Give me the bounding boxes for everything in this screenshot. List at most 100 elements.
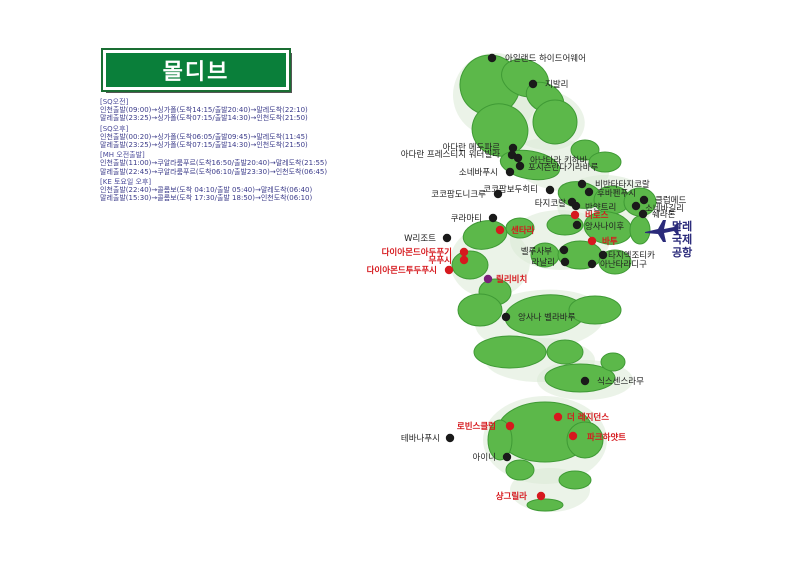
page-title: 몰디브	[162, 60, 230, 85]
resort-dot	[444, 265, 454, 275]
resort-marker: 파크하얏트	[568, 431, 626, 443]
resort-marker: 비반타타지코랄	[577, 179, 650, 190]
resort-dot	[571, 201, 581, 211]
resort-dot	[570, 210, 580, 220]
resort-dot	[584, 187, 594, 197]
resort-label: 테바나푸시	[401, 433, 440, 444]
resort-label: 소네바푸시	[459, 167, 498, 178]
resort-marker: 아난타라디구	[587, 259, 647, 270]
resort-label: 센타라	[511, 225, 535, 236]
atoll-island	[600, 352, 626, 372]
resort-label: 비반타타지코랄	[595, 179, 650, 190]
atoll-island	[505, 459, 535, 481]
resort-dot	[587, 236, 597, 246]
resort-marker: 다이아몬드아두푸기	[382, 247, 469, 258]
resort-label: 코코팜도니크루	[431, 189, 486, 200]
resort-label: 라날리	[532, 257, 555, 268]
resort-dot	[513, 153, 523, 163]
resort-marker: 코코팜도니크루	[431, 189, 503, 200]
resort-label: 무푸시	[429, 256, 452, 266]
resort-dot	[536, 491, 546, 501]
resort-marker: 지발리	[528, 79, 568, 90]
resort-label: 비로스	[585, 210, 609, 221]
schedule-line: 말레출발(23:25)→싱가폴(도착07:15/출발14:30)→인천도착(21…	[100, 114, 308, 123]
resort-label: 코코팜보두히티	[483, 184, 538, 195]
resort-dot	[572, 220, 582, 230]
schedule-line: 말레출발(22:45)→쿠알라룸푸르(도착06:10/출발23:30)→인천도착…	[100, 167, 328, 176]
resort-label: 릴리비치	[496, 274, 527, 285]
flight-schedule: [SQ오전] 인천출발(09:00)→싱가폴(도착14:15/출발20:40)→…	[100, 96, 375, 202]
resort-dot	[459, 255, 469, 265]
resort-dot	[598, 250, 608, 260]
resort-dot	[508, 143, 518, 153]
resort-label: 아다란 메두파르	[443, 142, 501, 153]
schedule-block-sq-am: [SQ오전] 인천출발(09:00)→싱가폴(도착14:15/출발20:40)→…	[100, 98, 375, 123]
resort-marker: 타지엑조티카	[598, 250, 655, 261]
resort-marker: 아난타라 키하바	[513, 153, 588, 166]
schedule-heading: [SQ오후]	[100, 124, 129, 133]
resort-label: 반얀트리	[585, 202, 616, 213]
schedule-line: 인천출발(00:20)→싱가폴(도착06:05/출발09:45)→말레도착(11…	[100, 132, 308, 141]
atoll-island	[570, 139, 600, 161]
resort-dot	[488, 213, 498, 223]
resort-dot	[445, 433, 455, 443]
resort-label: 다이아몬드투두푸시	[367, 265, 437, 276]
resort-label: 아일랜드 하이드어웨어	[505, 53, 586, 64]
schedule-line: 인천출발(11:00)→쿠알라룸푸르(도착16:50/출발20:40)→말레도착…	[100, 159, 328, 168]
resort-marker: 무푸시	[429, 255, 469, 266]
resort-dot	[483, 274, 493, 284]
resort-label: 다이아몬드아두푸기	[382, 247, 452, 258]
resort-marker: 샹그릴라	[496, 491, 546, 502]
schedule-block-mh: [MH 오전출발] 인천출발(11:00)→쿠알라룸푸르(도착16:50/출발2…	[100, 151, 375, 176]
resort-label: 파크하얏트	[587, 432, 626, 443]
resort-marker: 소네바길리	[631, 201, 684, 214]
resort-marker: 아이니	[473, 452, 512, 463]
resort-marker: 비로스	[570, 210, 609, 221]
resort-dot	[587, 259, 597, 269]
atoll-island	[546, 339, 584, 365]
atoll-island	[451, 250, 489, 280]
schedule-line: 말레출발(23:25)→싱가폴(도착07:15/출발14:30)→인천도착(21…	[100, 141, 308, 150]
atoll-island	[457, 293, 503, 327]
resort-dot	[501, 312, 511, 322]
resort-label: 후바펜푸시	[597, 188, 636, 199]
airport-label-line: 국제	[672, 232, 692, 246]
resort-dot	[505, 421, 515, 431]
resort-dot	[515, 161, 525, 171]
resort-label: 로빈스클럽	[457, 421, 496, 432]
schedule-heading: [KE 토요일 오후]	[100, 177, 152, 186]
resort-marker: W리조트	[404, 233, 452, 244]
resort-marker: 라날리	[532, 257, 570, 268]
resort-label: 아다란 프레스티지 워터빌라	[401, 149, 500, 160]
schedule-block-ke: [KE 토요일 오후] 인천출발(22:40)→콜롬보(도착 04:10/출발 …	[100, 178, 375, 203]
schedule-heading: [MH 오전출발]	[100, 151, 145, 160]
atoll-island	[526, 498, 564, 512]
resort-label: 아이니	[473, 452, 496, 463]
resort-label: 쿠라마티	[451, 214, 482, 224]
resort-marker: 포시즌란다기라바루	[515, 161, 599, 173]
resort-label: 벨루사부	[521, 246, 552, 257]
resort-label: 지발리	[545, 79, 568, 90]
schedule-line: 말레출발(15:30)→콜롬보(도착 17:30/출발 18:50)→인천도착(…	[100, 194, 313, 203]
atoll-island	[558, 470, 592, 490]
schedule-line: 인천출발(09:00)→싱가폴(도착14:15/출발20:40)→말레도착(22…	[100, 106, 308, 115]
resort-marker: 코코팜보두히티	[483, 184, 555, 195]
resort-marker: 식스센스라무	[580, 376, 644, 387]
atoll-island	[544, 363, 616, 393]
resort-label: 타지코랄	[535, 198, 566, 209]
airplane-icon	[645, 220, 679, 242]
resort-dot	[580, 376, 590, 386]
resort-label: 쉐라톤	[652, 209, 676, 220]
resort-dot	[559, 245, 569, 255]
resort-dot	[493, 189, 503, 199]
atoll-island	[505, 217, 535, 239]
airport-label-line: 공항	[672, 245, 692, 259]
atoll-island	[629, 215, 651, 245]
resort-marker: 릴리비치	[483, 274, 527, 285]
resort-dot	[560, 257, 570, 267]
airport-marker: 말레 국제 공항	[645, 219, 692, 259]
resort-dot	[568, 431, 578, 441]
resort-label: 타지엑조티카	[608, 250, 655, 261]
